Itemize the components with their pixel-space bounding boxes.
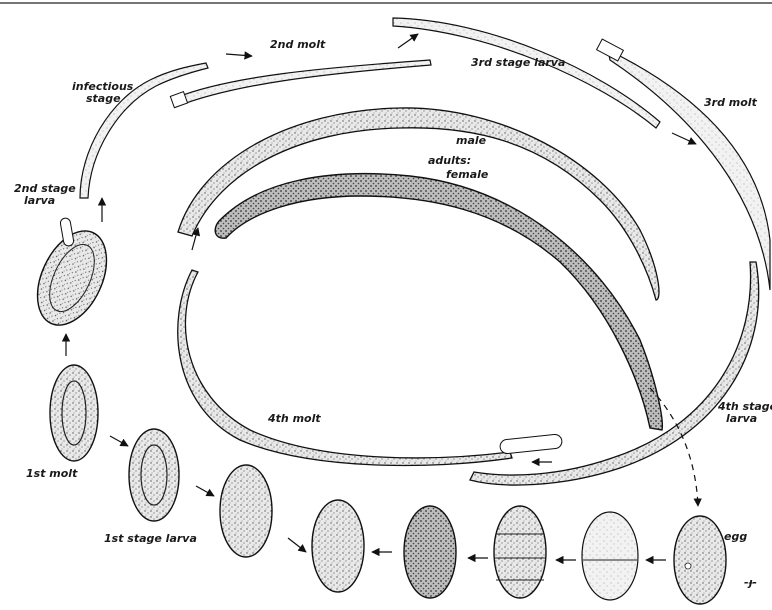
blastula-stage-egg	[404, 506, 456, 598]
first-molt-egg	[50, 365, 98, 461]
arrow	[288, 538, 306, 552]
corner-mark: -ɟ-	[744, 576, 757, 589]
label-egg: egg	[724, 530, 747, 543]
four-cell-stage-egg	[494, 506, 546, 598]
label-female: female	[446, 168, 489, 181]
second-molt-larva-worm	[175, 60, 431, 106]
egg-nucleus	[685, 563, 691, 569]
label-stage: stage	[86, 92, 121, 105]
first-stage-larva-egg	[129, 429, 179, 521]
label-1st-stage-larva: 1st stage larva	[104, 532, 197, 545]
two-cell-stage-egg	[582, 512, 638, 600]
arrow	[672, 133, 696, 144]
single-cell-egg	[674, 516, 726, 604]
label-4th-larva: larva	[726, 412, 757, 425]
arrow	[196, 486, 214, 496]
arrow	[226, 54, 252, 56]
third-molt-larva-worm	[608, 50, 770, 290]
label-1st-molt: 1st molt	[26, 467, 78, 480]
fourth-molt-larva-worm	[178, 270, 512, 465]
label-4th-molt: 4th molt	[267, 412, 321, 425]
arrow	[398, 34, 418, 48]
label-3rd-molt: 3rd molt	[704, 96, 758, 109]
adult-female-worm	[215, 174, 662, 430]
tadpole-stage-egg	[220, 465, 272, 557]
morula-stage-egg	[312, 500, 364, 592]
label-2nd-molt: 2nd molt	[270, 38, 326, 51]
label-3rd-stage-larva: 3rd stage larva	[471, 56, 565, 69]
label-larva: larva	[24, 194, 55, 207]
label-male: male	[456, 134, 487, 147]
label-adults: adults:	[428, 154, 471, 167]
arrow	[110, 436, 128, 446]
molt-sheath-tip-3	[499, 434, 562, 454]
